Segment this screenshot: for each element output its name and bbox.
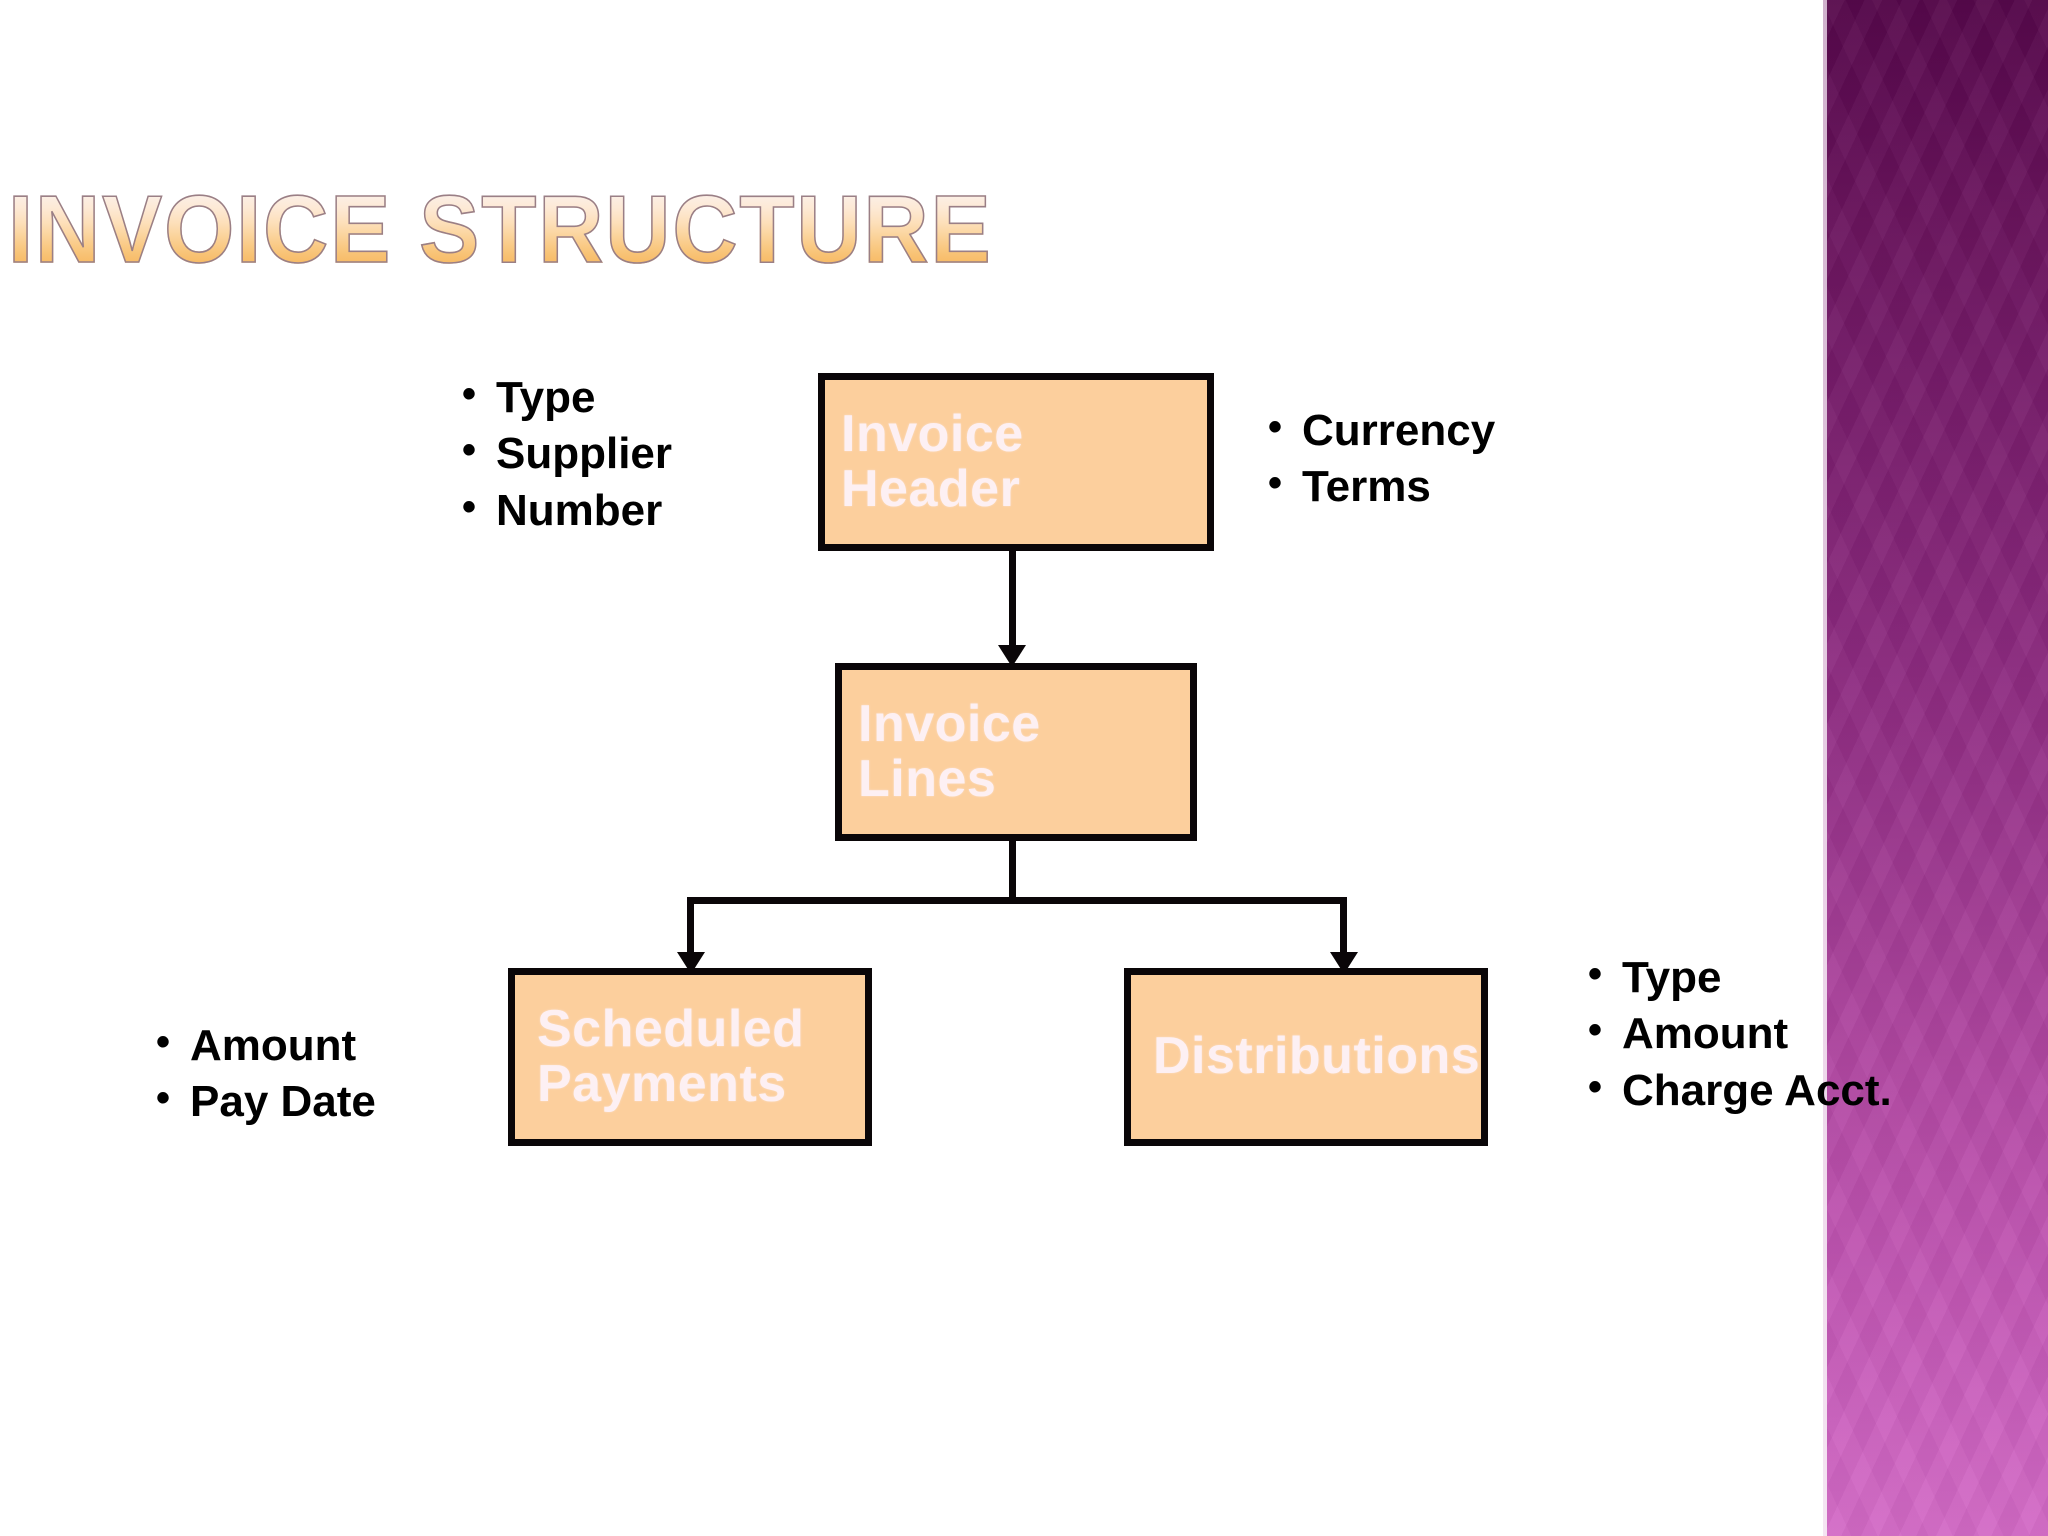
list-item: Amount <box>156 1017 376 1074</box>
purple-accent-band <box>1827 0 2048 1536</box>
annotation-distributions-right: Type Amount Charge Acct. <box>1588 949 1892 1119</box>
list-item: Currency <box>1268 402 1495 459</box>
connector-lines-stem <box>1009 841 1016 903</box>
list-item: Charge Acct. <box>1588 1062 1892 1119</box>
node-scheduled-payments[interactable]: Scheduled Payments <box>508 968 872 1146</box>
list-item: Amount <box>1588 1005 1892 1062</box>
node-invoice-header[interactable]: Invoice Header <box>818 373 1214 551</box>
list-item: Supplier <box>462 425 672 482</box>
node-invoice-lines-label: Invoice Lines <box>858 694 1041 808</box>
list-item: Type <box>1588 949 1892 1006</box>
annotation-invoice-header-right: Currency Terms <box>1268 402 1495 516</box>
connector-to-scheduled-payments <box>687 897 694 959</box>
node-invoice-lines[interactable]: Invoice Lines <box>835 663 1197 841</box>
node-invoice-header-label: Invoice Header <box>841 404 1024 518</box>
connector-header-to-lines-stem <box>1009 551 1016 655</box>
list-item: Terms <box>1268 458 1495 515</box>
list-item: Number <box>462 482 672 539</box>
list-item: Type <box>462 369 672 426</box>
annotation-scheduled-payments-left: Amount Pay Date <box>156 1017 376 1131</box>
connector-lines-split-bar <box>687 897 1347 904</box>
connector-to-distributions <box>1340 897 1347 959</box>
accent-band-edge <box>1823 0 1827 1536</box>
node-distributions[interactable]: Distributions <box>1124 968 1488 1146</box>
node-scheduled-payments-label: Scheduled Payments <box>537 999 805 1113</box>
annotation-invoice-header-left: Type Supplier Number <box>462 369 672 539</box>
list-item: Pay Date <box>156 1073 376 1130</box>
arrowhead-into-invoice-lines <box>998 645 1026 667</box>
node-distributions-label: Distributions <box>1153 1027 1481 1086</box>
page-title: INVOICE STRUCTURE <box>7 176 993 283</box>
